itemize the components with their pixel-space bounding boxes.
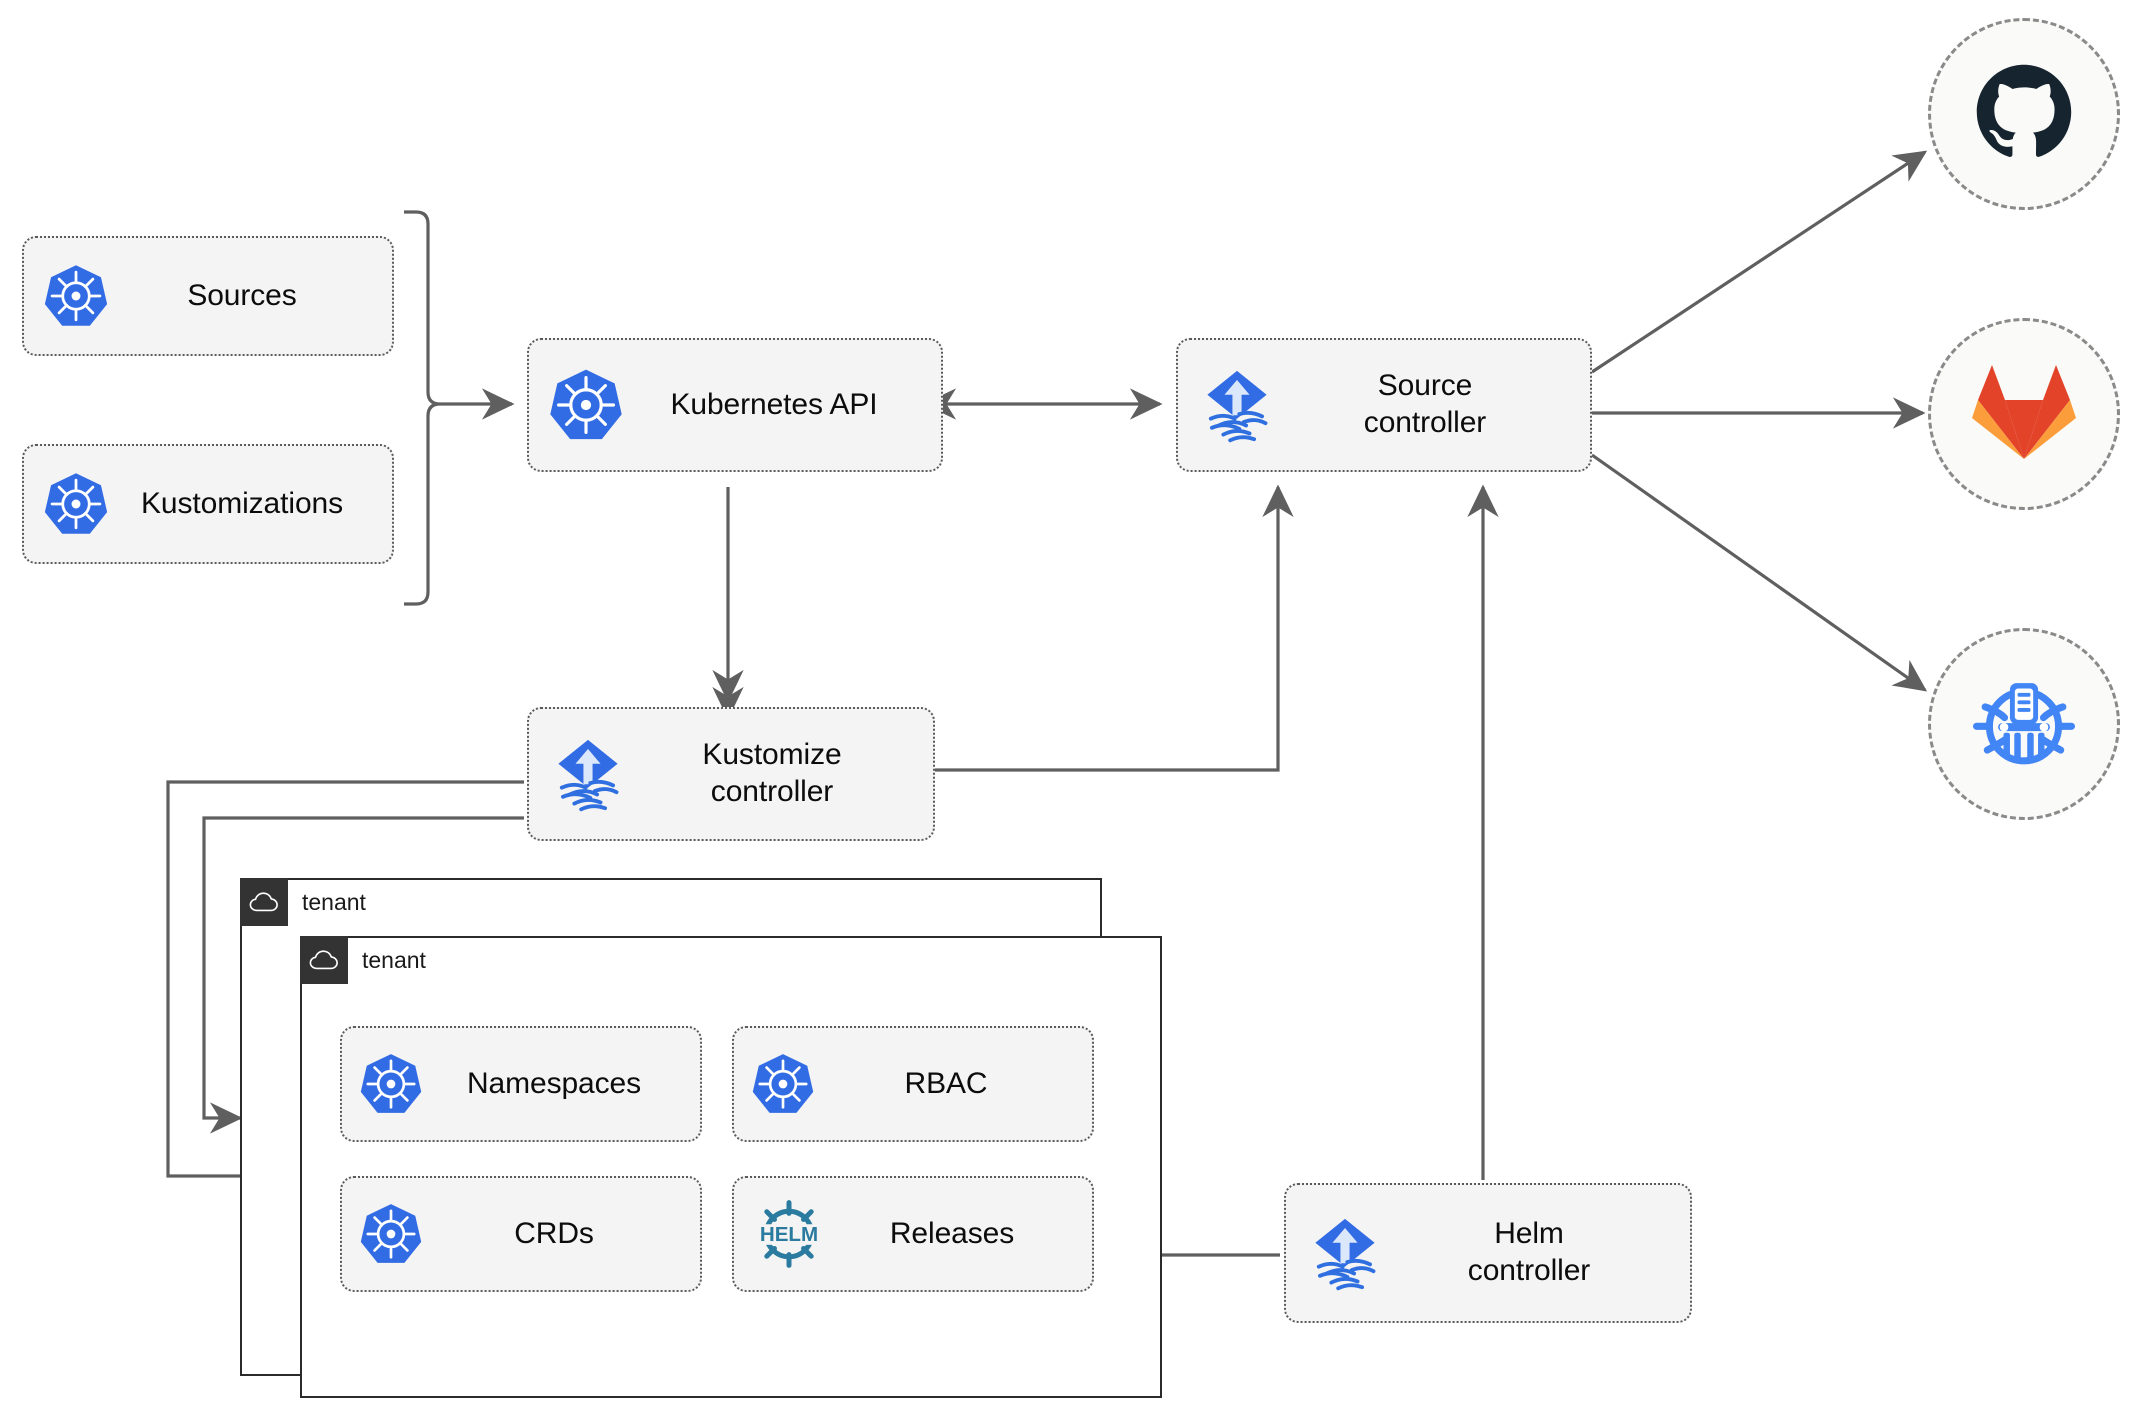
node-kubernetes-api[interactable]: Kubernetes API — [527, 338, 943, 472]
node-kustomizations[interactable]: Kustomizations — [22, 444, 394, 564]
node-releases[interactable]: HELM Releases — [732, 1176, 1094, 1292]
node-kustomize-controller[interactable]: Kustomize controller — [527, 707, 935, 841]
kubernetes-icon — [750, 1051, 816, 1117]
tenant-header: tenant — [240, 878, 366, 926]
node-crds[interactable]: CRDs — [340, 1176, 702, 1292]
github-icon — [1972, 60, 2076, 169]
node-rbac[interactable]: RBAC — [732, 1026, 1094, 1142]
node-namespaces[interactable]: Namespaces — [340, 1026, 702, 1142]
node-label: CRDs — [514, 1216, 594, 1250]
node-label: Source controller — [1363, 369, 1487, 439]
cloud-icon — [300, 936, 348, 984]
provider-github[interactable] — [1928, 18, 2120, 210]
oci-registry-icon — [1970, 668, 2078, 781]
kubernetes-icon — [547, 366, 625, 444]
tenant-frame-front[interactable]: tenant — [300, 936, 1162, 1398]
node-source-controller[interactable]: Source controller — [1176, 338, 1592, 472]
provider-oci-registry[interactable] — [1928, 628, 2120, 820]
tenant-header: tenant — [300, 936, 426, 984]
node-label: Kubernetes API — [670, 387, 878, 421]
helm-icon: HELM — [750, 1195, 828, 1273]
gitlab-icon — [1971, 362, 2077, 467]
flux-icon — [1304, 1212, 1386, 1294]
node-label: Releases — [889, 1216, 1015, 1250]
svg-text:HELM: HELM — [760, 1223, 818, 1246]
kubernetes-icon — [358, 1201, 424, 1267]
node-helm-controller[interactable]: Helm controller — [1284, 1183, 1692, 1323]
node-label: Kustomize controller — [702, 738, 842, 808]
node-label: Namespaces — [466, 1066, 642, 1100]
flux-icon — [547, 733, 629, 815]
node-sources[interactable]: Sources — [22, 236, 394, 356]
provider-gitlab[interactable] — [1928, 318, 2120, 510]
kubernetes-icon — [42, 262, 110, 330]
node-label: RBAC — [904, 1066, 988, 1100]
node-label: Kustomizations — [140, 486, 344, 520]
cloud-icon — [240, 878, 288, 926]
node-label: Sources — [187, 278, 297, 312]
flux-icon — [1196, 364, 1278, 446]
kubernetes-icon — [358, 1051, 424, 1117]
kubernetes-icon — [42, 470, 110, 538]
tenant-label: tenant — [362, 946, 426, 973]
node-label: Helm controller — [1467, 1217, 1591, 1287]
tenant-label: tenant — [302, 888, 366, 915]
